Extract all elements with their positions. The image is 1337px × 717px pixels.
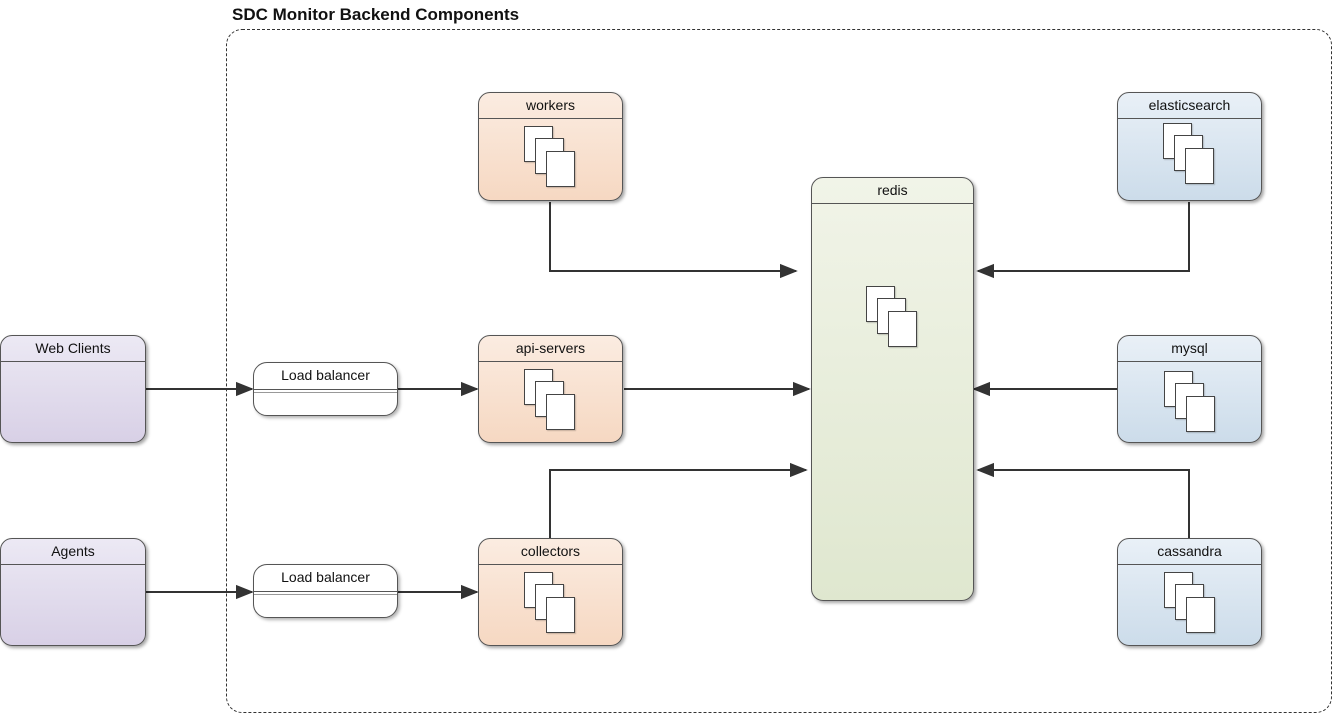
load-balancer-agents-label: Load balancer — [281, 569, 370, 585]
api-servers-node: api-servers — [478, 335, 623, 443]
edge-cassandra-to-redis — [976, 462, 1190, 538]
edge-elasticsearch-to-redis — [976, 202, 1190, 279]
cassandra-instances-icon — [1164, 572, 1216, 638]
redis-label: redis — [812, 178, 973, 204]
mysql-instances-icon — [1164, 371, 1216, 437]
mysql-node: mysql — [1117, 335, 1262, 443]
collectors-node: collectors — [478, 538, 623, 646]
elasticsearch-node: elasticsearch — [1117, 92, 1262, 201]
cassandra-node: cassandra — [1117, 538, 1262, 646]
elasticsearch-instances-icon — [1163, 123, 1215, 189]
workers-node: workers — [478, 92, 623, 201]
diagram-title: SDC Monitor Backend Components — [232, 5, 520, 24]
cassandra-label: cassandra — [1118, 539, 1261, 565]
edge-collectors-to-redis — [549, 462, 808, 538]
workers-instances-icon — [524, 126, 576, 192]
backend-boundary — [226, 29, 1332, 713]
mysql-label: mysql — [1118, 336, 1261, 362]
redis-instances-icon — [866, 286, 918, 352]
redis-node: redis — [811, 177, 974, 601]
load-balancer-web-label: Load balancer — [281, 367, 370, 383]
api-servers-label: api-servers — [479, 336, 622, 362]
workers-label: workers — [479, 93, 622, 119]
load-balancer-web: Load balancer — [253, 362, 398, 416]
edge-workers-to-redis — [549, 202, 798, 279]
collectors-label: collectors — [479, 539, 622, 565]
collectors-instances-icon — [524, 572, 576, 638]
web-clients-node: Web Clients — [0, 335, 146, 443]
agents-node: Agents — [0, 538, 146, 646]
web-clients-label: Web Clients — [1, 336, 145, 362]
agents-label: Agents — [1, 539, 145, 565]
api-servers-instances-icon — [524, 369, 576, 435]
load-balancer-agents: Load balancer — [253, 564, 398, 618]
elasticsearch-label: elasticsearch — [1118, 93, 1261, 119]
